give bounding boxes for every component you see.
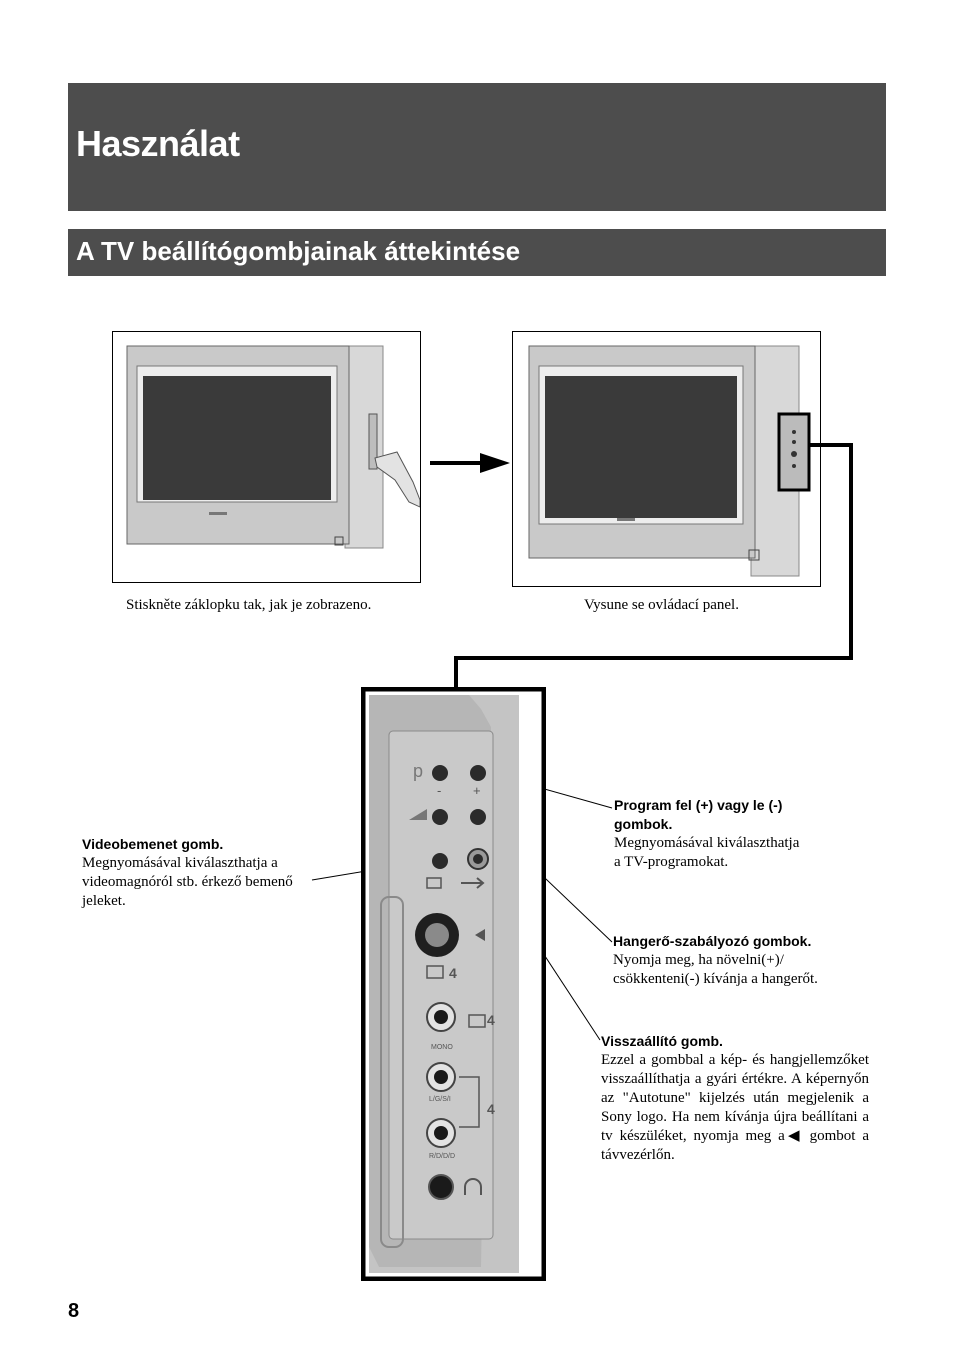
tv-photo-right [512, 331, 821, 587]
caption-left: Stiskněte záklopku tak, jak je zobrazeno… [126, 597, 372, 613]
callout-program-line1: Megnyomásával kiválaszthatja [614, 835, 800, 851]
chapter-banner: Használat [68, 83, 886, 211]
tv-photo-left [112, 331, 421, 583]
arrow-right-icon [430, 453, 510, 473]
panel-minus-label: - [437, 783, 442, 798]
callout-program-heading2: gombok. [614, 816, 673, 832]
callout-volume-line1: Nyomja meg, ha növelni(+)/ [613, 952, 784, 968]
tv-illustration-left [126, 345, 420, 549]
tv-illustration-right [528, 345, 811, 577]
caption-right: Vysune se ovládací panel. [584, 597, 739, 613]
callout-video-heading: Videobemenet gomb. [82, 836, 224, 852]
callout-reset-heading: Visszaállító gomb. [601, 1033, 723, 1049]
callout-volume: Hangerő-szabályozó gombok. Nyomja meg, h… [613, 932, 869, 989]
callout-video-line1: Megnyomásával kiválaszthatja a [82, 855, 278, 871]
callout-video: Videobemenet gomb. Megnyomásával kiválas… [82, 835, 322, 911]
page-number: 8 [68, 1300, 80, 1322]
panel-lgsi-label: L/G/S/I [429, 1096, 451, 1103]
section-title: A TV beállítógombjainak áttekintése [76, 236, 521, 266]
callout-reset: Visszaállító gomb. Ezzel a gombbal a kép… [601, 1032, 869, 1165]
panel-audio-label: 4 [487, 1101, 495, 1117]
panel-rddd-label: R/D/D/D [429, 1153, 456, 1160]
control-panel-illustration [360, 686, 547, 1282]
chapter-title: Használat [76, 123, 240, 164]
callout-video-line2: videomagnóról stb. érkező bemenő [82, 874, 293, 890]
callout-program: Program fel (+) vagy le (-) gombok. Megn… [614, 796, 864, 872]
panel-svhs-label: 4 [449, 965, 457, 981]
panel-p-label: p [413, 761, 424, 781]
control-panel-photo: p - + 4 4 MONO L/G/S/I 4 R/D/D/D [360, 686, 547, 1282]
callout-video-line3: jeleket. [82, 893, 126, 909]
panel-plus-label: + [473, 783, 481, 798]
callout-program-line2: a TV-programokat. [614, 854, 729, 870]
panel-mono-label: MONO [431, 1044, 453, 1051]
callout-volume-heading: Hangerő-szabályozó gombok. [613, 933, 812, 949]
section-banner: A TV beállítógombjainak áttekintése [68, 229, 886, 276]
callout-reset-text: Ezzel a gombbal a kép- és hangjellemzőke… [601, 1052, 869, 1163]
callout-program-heading1: Program fel (+) vagy le (-) [614, 797, 783, 813]
callout-volume-line2: csökkenteni(-) kívánja a hangerőt. [613, 971, 818, 987]
panel-video-label: 4 [487, 1012, 495, 1028]
